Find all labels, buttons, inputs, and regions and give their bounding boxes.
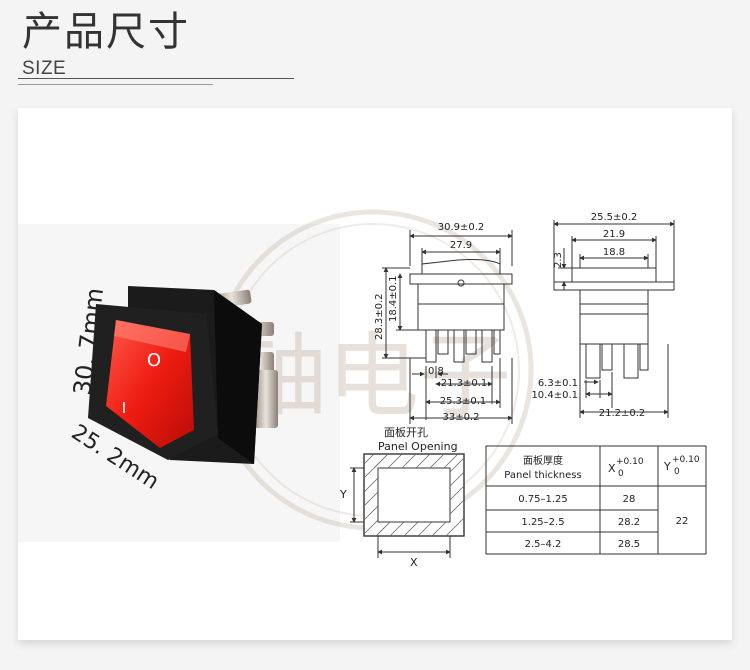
table-y-value: 22 [676,516,689,527]
rocker-on-mark: I [122,399,126,417]
header-divider-long [18,78,294,79]
panel-thickness-table: 面板厚度 Panel thickness X +0.10 0 Y +0.10 0… [485,445,707,555]
table-x-tol-bottom: 0 [618,469,624,479]
front-outer-width-dim: 33±0.2 [442,412,479,423]
panel-opening-label-y: Y [339,488,347,501]
front-side-outer-dim: 28.3±0.2 [374,293,385,340]
front-view-labels: 30.9±0.2 27.9 28.3±0.2 18.4±0.1 0.8 21.3… [374,222,487,423]
front-side-inner-dim: 18.4±0.1 [388,275,399,322]
rocker-off-mark: O [147,350,161,371]
side-pin-a-dim: 6.3±0.1 [538,378,578,389]
table-x-head: X [608,462,616,475]
table-row-thickness: 2.5–4.2 [525,539,562,550]
side-view-labels: 25.5±0.2 21.9 18.8 2.3 6.3±0.1 10.4±0.1 … [531,212,645,419]
page-title: 产品尺寸 [22,9,190,55]
side-view-drawing [553,220,675,418]
panel-opening-title-en: Panel Opening [378,440,458,453]
front-view-drawing [382,230,513,424]
table-row-x: 28.5 [618,539,640,550]
front-pin-gap-dim: 0.8 [428,366,444,377]
table-y-tol-bottom: 0 [674,467,680,477]
side-height-dim: 2.3 [553,252,564,268]
front-middle-width-dim: 25.3±0.1 [440,396,487,407]
panel-opening-drawing [350,453,465,558]
panel-opening-label-x: X [410,556,418,569]
front-top-outer-dim: 30.9±0.2 [438,222,485,233]
front-inner-width-dim: 21.3±0.1 [441,378,488,389]
table-row-x: 28 [623,494,636,505]
header-divider-short [18,84,213,85]
table-y-head: Y [663,460,671,473]
panel-opening-title-cn: 面板开孔 [384,425,428,439]
table-y-tol-top: +0.10 [672,455,700,465]
front-top-inner-dim: 27.9 [450,240,472,251]
table-head-en: Panel thickness [504,470,581,481]
dimension-drawing: 铀电子 O I 30. 7mm 25. 2mm [67,209,707,569]
switch-illustration: O I 30. 7mm 25. 2mm [67,286,278,495]
watermark-text: 铀电子 [235,323,511,430]
side-top-inner-dim: 18.8 [603,247,625,258]
side-top-outer-dim: 25.5±0.2 [591,212,638,223]
table-row-thickness: 0.75–1.25 [518,494,568,505]
table-row-x: 28.2 [618,517,640,528]
side-top-mid-dim: 21.9 [603,229,625,240]
table-head-cn: 面板厚度 [523,454,563,467]
page-subtitle: SIZE [22,58,67,79]
side-pin-b-dim: 10.4±0.1 [531,390,578,401]
table-x-tol-top: +0.10 [616,457,644,467]
side-bottom-dim: 21.2±0.2 [599,408,646,419]
table-row-thickness: 1.25–2.5 [521,517,564,528]
product-dimension-card: 铀电子 O I 30. 7mm 25. 2mm [18,108,732,640]
